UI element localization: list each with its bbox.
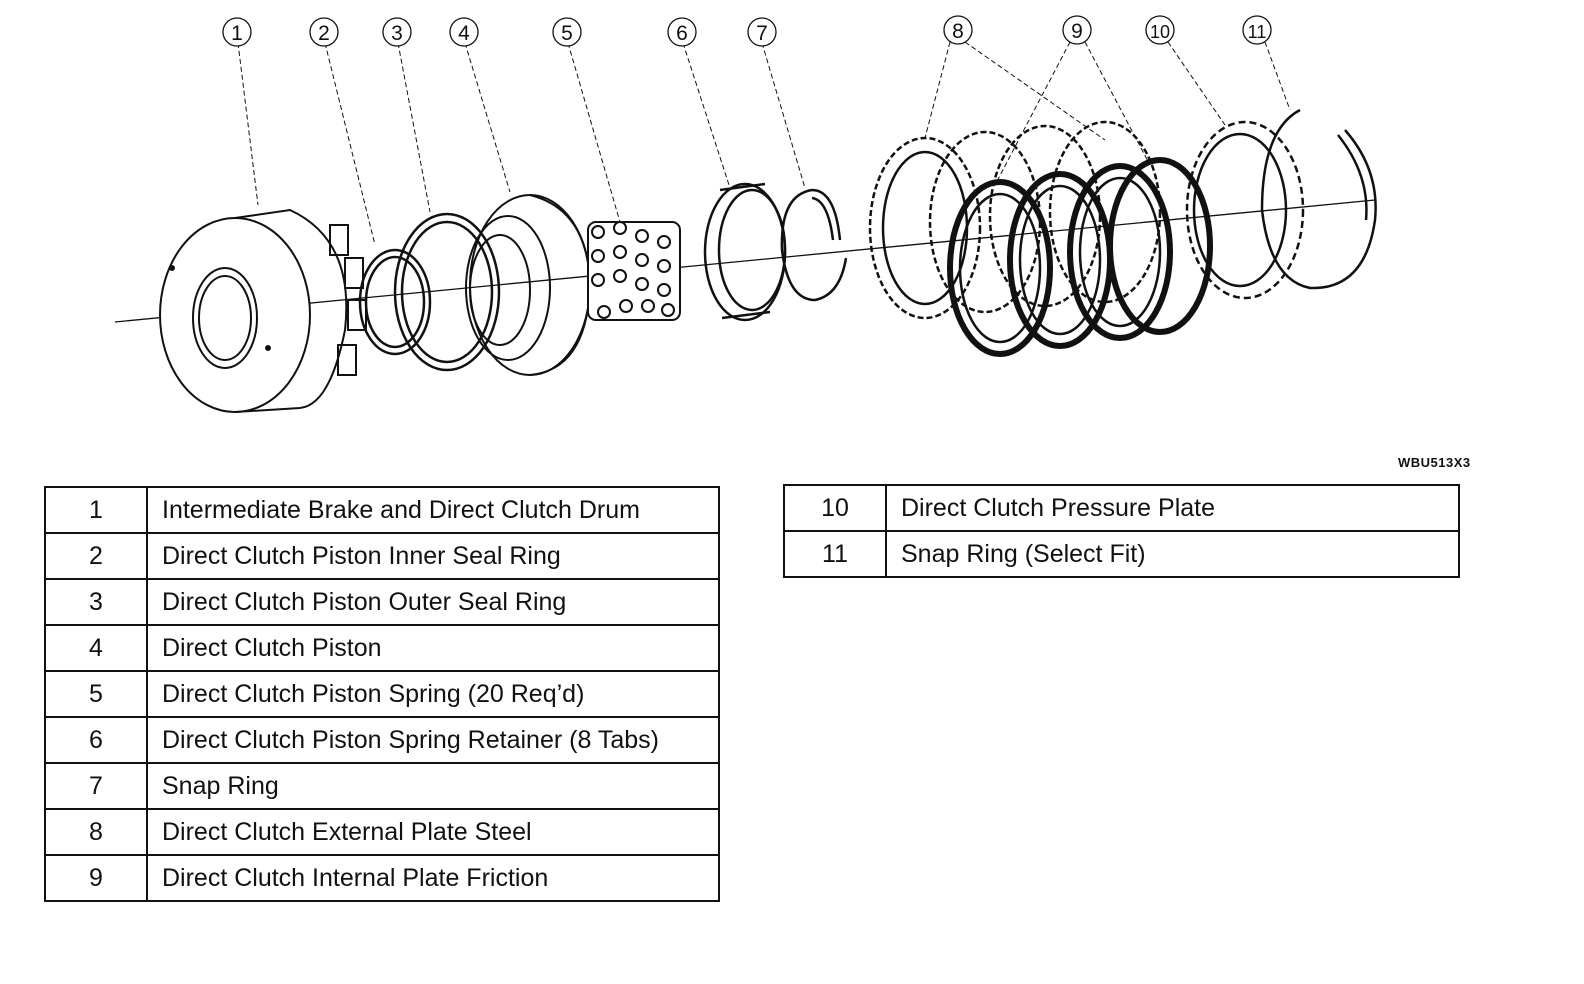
part-number: 7	[44, 762, 148, 810]
part-10-pressure-plate	[1185, 120, 1305, 300]
part-number: 11	[783, 530, 887, 578]
part-5-springs	[587, 221, 681, 321]
part-11-snap-ring-select-fit	[1260, 108, 1377, 290]
part-number: 4	[44, 624, 148, 672]
part-description: Direct Clutch Piston Spring Retainer (8 …	[146, 716, 720, 764]
figure-code: WBU513X3	[1398, 455, 1471, 470]
callout-circle-8	[943, 15, 973, 45]
callout-labels: 1 2 3 4 5 6 7 8 9 10 11	[231, 20, 1266, 45]
table-row: 6 Direct Clutch Piston Spring Retainer (…	[44, 716, 720, 764]
callout-1: 1	[231, 22, 243, 45]
table-row: 3 Direct Clutch Piston Outer Seal Ring	[44, 578, 720, 626]
legend-table-right: 10 Direct Clutch Pressure Plate 11 Snap …	[783, 484, 1460, 578]
exploded-view-diagram: 1 2 3 4 5 6 7 8 9 10 11	[114, 15, 1377, 413]
part-description: Direct Clutch Piston	[146, 624, 720, 672]
table-row: 9 Direct Clutch Internal Plate Friction	[44, 854, 720, 902]
callout-10: 10	[1150, 22, 1170, 42]
callout-8: 8	[952, 20, 964, 43]
part-number: 8	[44, 808, 148, 856]
part-description: Direct Clutch Piston Inner Seal Ring	[146, 532, 720, 580]
part-description: Snap Ring (Select Fit)	[885, 530, 1460, 578]
part-6-spring-retainer	[703, 182, 787, 322]
callout-5: 5	[561, 22, 573, 45]
table-row: 10 Direct Clutch Pressure Plate	[783, 484, 1460, 532]
table-row: 8 Direct Clutch External Plate Steel	[44, 808, 720, 856]
part-description: Direct Clutch External Plate Steel	[146, 808, 720, 856]
part-number: 1	[44, 486, 148, 534]
part-number: 5	[44, 670, 148, 718]
table-row: 4 Direct Clutch Piston	[44, 624, 720, 672]
callout-6: 6	[676, 22, 688, 45]
callout-4: 4	[458, 22, 470, 45]
part-description: Snap Ring	[146, 762, 720, 810]
part-2-inner-seal-ring	[358, 248, 432, 356]
table-row: 5 Direct Clutch Piston Spring (20 Req’d)	[44, 670, 720, 718]
part-8-9-clutch-pack	[868, 120, 1213, 357]
part-7-snap-ring	[780, 188, 848, 302]
callout-circle-6	[667, 17, 697, 47]
callout-3: 3	[391, 22, 403, 45]
callout-7: 7	[756, 22, 768, 45]
part-description: Direct Clutch Piston Spring (20 Req’d)	[146, 670, 720, 718]
callout-circles	[222, 15, 1272, 47]
table-row: 1 Intermediate Brake and Direct Clutch D…	[44, 486, 720, 534]
callout-circle-5	[552, 17, 582, 47]
leader-lines	[237, 41, 1291, 246]
callout-circle-9	[1062, 15, 1092, 45]
table-row: 7 Snap Ring	[44, 762, 720, 810]
part-number: 10	[783, 484, 887, 532]
legend-table-left: 1 Intermediate Brake and Direct Clutch D…	[44, 486, 720, 902]
part-3-outer-seal-ring	[393, 212, 501, 372]
part-description: Intermediate Brake and Direct Clutch Dru…	[146, 486, 720, 534]
part-description: Direct Clutch Pressure Plate	[885, 484, 1460, 532]
callout-2: 2	[318, 22, 330, 45]
callout-circle-3	[382, 17, 412, 47]
callout-circle-10	[1145, 15, 1175, 45]
callout-circle-7	[747, 17, 777, 47]
callout-circle-4	[449, 17, 479, 47]
part-number: 6	[44, 716, 148, 764]
part-number: 9	[44, 854, 148, 902]
callout-circle-1	[222, 17, 252, 47]
part-description: Direct Clutch Internal Plate Friction	[146, 854, 720, 902]
part-4-piston	[465, 194, 592, 376]
callout-circle-11	[1242, 15, 1272, 45]
callout-circle-2	[309, 17, 339, 47]
table-row: 2 Direct Clutch Piston Inner Seal Ring	[44, 532, 720, 580]
part-description: Direct Clutch Piston Outer Seal Ring	[146, 578, 720, 626]
callout-9: 9	[1071, 20, 1083, 43]
part-1-drum	[159, 208, 367, 413]
part-number: 3	[44, 578, 148, 626]
table-row: 11 Snap Ring (Select Fit)	[783, 530, 1460, 578]
callout-11: 11	[1248, 22, 1267, 42]
part-number: 2	[44, 532, 148, 580]
